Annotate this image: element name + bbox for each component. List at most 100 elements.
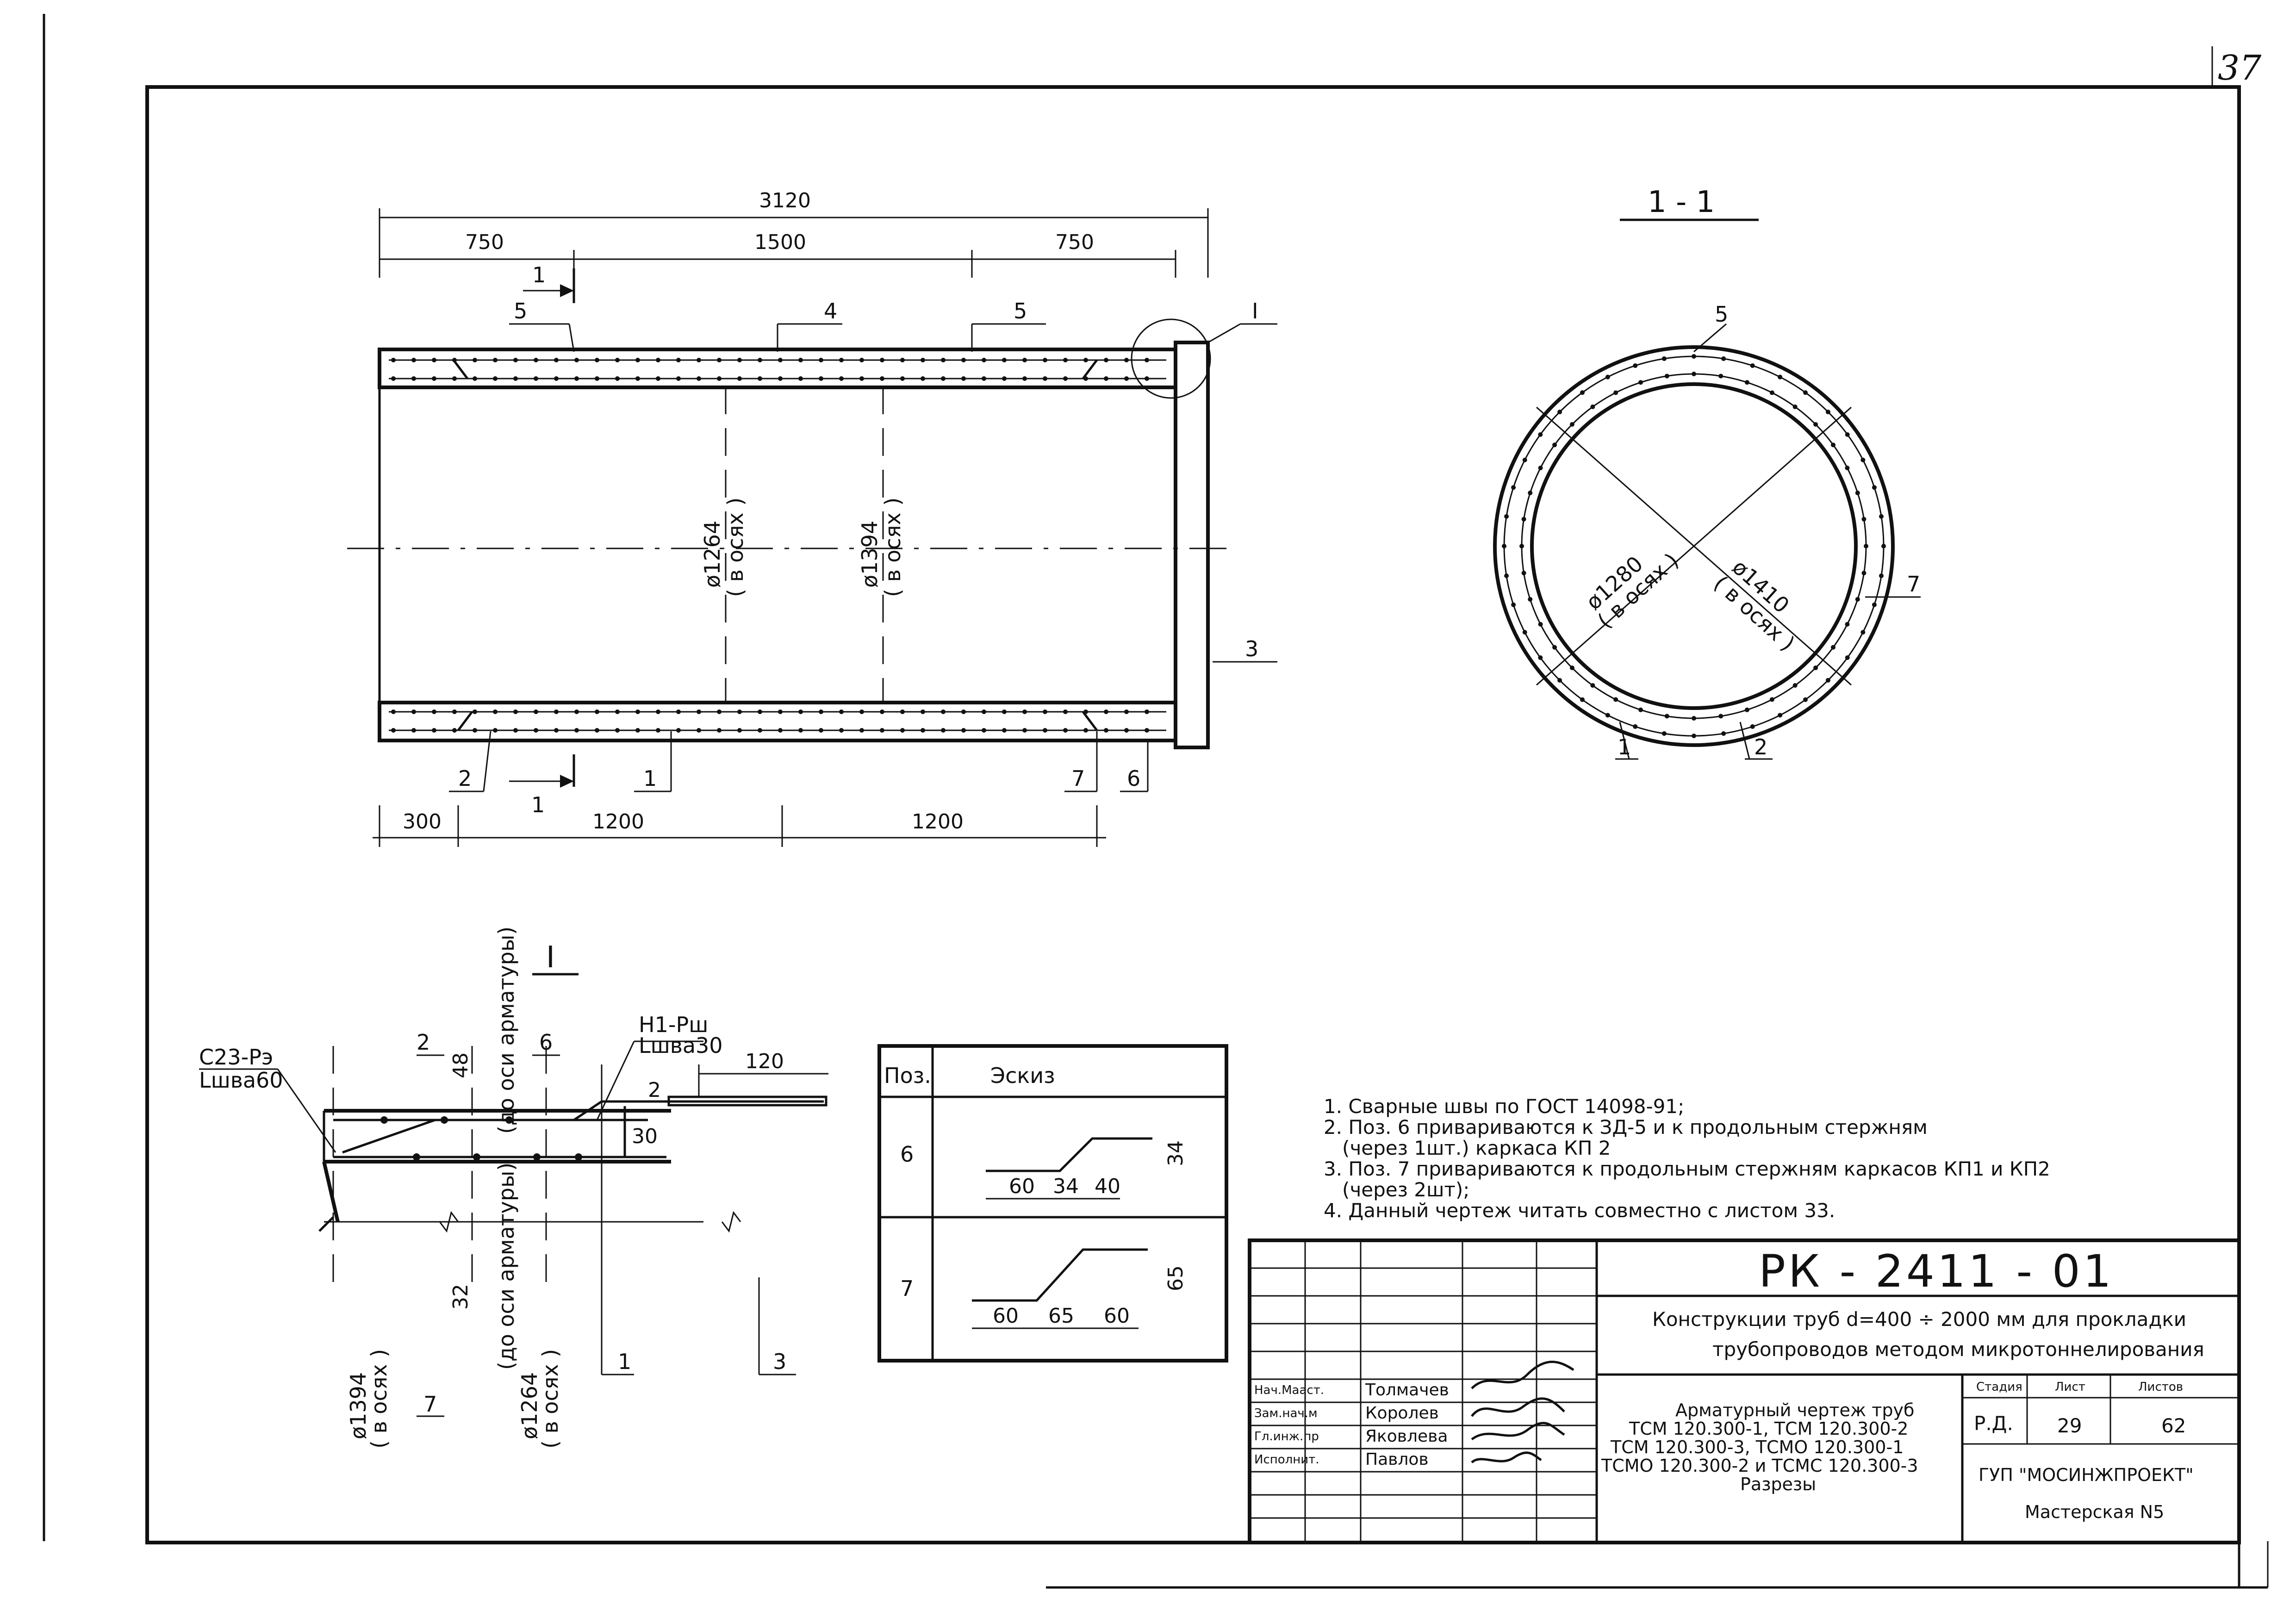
rebar-dots [391, 358, 1149, 733]
tb-desc-3: ТСМ 120.300-3, ТСМО 120.300-1 [1610, 1437, 1904, 1457]
elev-pos-1: 1 [643, 766, 657, 791]
rebar-dot [513, 709, 518, 714]
rebar-dot [534, 376, 538, 381]
rebar-dot [554, 358, 559, 362]
rebar-dot [1552, 442, 1557, 448]
tb-sheet: 29 [2057, 1414, 2082, 1437]
rebar-dot [1022, 728, 1027, 733]
rebar-dot [533, 1153, 541, 1161]
rebar-dot [961, 376, 966, 381]
rebar-dot [513, 728, 518, 733]
rebar-dot [1792, 404, 1798, 410]
rebar-dot [1605, 374, 1610, 380]
rebar-dot [859, 728, 864, 733]
section-rebar-dots [1502, 354, 1886, 738]
section-inner-circle [1530, 382, 1858, 710]
rebar-dot [615, 709, 620, 714]
detail-pos-6: 6 [539, 1030, 553, 1055]
rebar-dot [737, 376, 742, 381]
rebar-dot [1664, 373, 1669, 379]
rebar-dot [1511, 485, 1516, 490]
rebar-dot [1845, 432, 1850, 437]
detail-dim-2: 2 [648, 1078, 661, 1102]
rebar-dot [1861, 571, 1867, 576]
rebar-dot [921, 728, 925, 733]
rebar-dot [921, 358, 925, 362]
detail-dim-30: 30 [632, 1125, 658, 1148]
pipe-wall-bottom [378, 701, 1177, 742]
dim-seg-3: 750 [1055, 230, 1094, 254]
tb-doc-code: РК - 2411 - 01 [1759, 1245, 2114, 1297]
rebar-dot [1145, 376, 1149, 381]
rebar-dot [411, 709, 416, 714]
rebar-dot [1124, 709, 1129, 714]
rebar-dot [1803, 390, 1808, 395]
rebar-dot [1718, 373, 1724, 379]
detail-dim-120: 120 [745, 1050, 784, 1073]
rebar-dot [758, 358, 762, 362]
rebar-dot [1043, 358, 1047, 362]
elev-pos-5b: 5 [1014, 299, 1027, 324]
sketch-row2-pos: 7 [900, 1276, 914, 1301]
detail-pos-3: 3 [773, 1349, 786, 1374]
detail-pos-2: 2 [417, 1030, 430, 1055]
detail-weld2-label: Н1-Рш [639, 1012, 708, 1037]
rebar-dot [941, 709, 946, 714]
rebar-dot [595, 709, 599, 714]
rebar-dot [1661, 731, 1667, 736]
tb-sheets: 62 [2161, 1414, 2186, 1437]
rebar-dot [880, 728, 884, 733]
rebar-dot [473, 1153, 480, 1161]
tb-role-4: Исполнит. [1254, 1453, 1319, 1467]
rebar-dot [819, 728, 823, 733]
rebar-dot [1063, 728, 1068, 733]
sketch-row2-d1: 60 [993, 1304, 1019, 1328]
signatures [1471, 1361, 1574, 1463]
detail-weld1-label: С23-Рэ [199, 1045, 273, 1070]
detail-diam-inner: ø1264 [517, 1372, 542, 1439]
rebar-dot [1638, 707, 1643, 712]
diam-outer-label: ø1394 [857, 521, 882, 588]
rebar-dot [1145, 709, 1149, 714]
rebar-dot [635, 376, 640, 381]
tb-desc-4: ТСМО 120.300-2 и ТСМС 120.300-3 [1601, 1456, 1918, 1476]
rebar-dot [758, 709, 762, 714]
rebar-dot [1521, 516, 1526, 522]
rebar-dot [432, 709, 436, 714]
rebar-dot [859, 709, 864, 714]
rebar-dot [1778, 713, 1783, 718]
rebar-dot [1504, 514, 1509, 519]
general-notes: 1. Сварные швы по ГОСТ 14098-91; 2. Поз.… [1324, 1095, 2050, 1222]
rebar-dot [574, 709, 579, 714]
dim-total-length: 3120 [759, 189, 811, 212]
rebar-dot [1557, 410, 1562, 415]
dim-seg-2: 1500 [754, 230, 806, 254]
rebar-dot [1613, 390, 1618, 395]
rebar-dot [554, 376, 559, 381]
rebar-dot [615, 358, 620, 362]
rebar-dot [717, 358, 722, 362]
tb-name-2: Королев [1365, 1404, 1439, 1423]
rebar-dot [534, 709, 538, 714]
rebar-dot [574, 376, 579, 381]
rebar-dot [798, 376, 803, 381]
rebar-dot [1580, 697, 1585, 702]
section-mark-bottom: 1 [531, 792, 545, 817]
tb-name-3: Яковлева [1365, 1427, 1448, 1446]
rebar-dot [798, 728, 803, 733]
rebar-dot [941, 358, 946, 362]
rebar-dot [1552, 645, 1557, 650]
rebar-dot [413, 1153, 420, 1161]
section-pos-5: 5 [1715, 302, 1728, 327]
rebar-dot [534, 358, 538, 362]
rebar-dot [1661, 356, 1667, 361]
rebar-dot [1538, 655, 1543, 660]
detail-dim-32: 32 [449, 1284, 473, 1310]
rebar-dot [615, 376, 620, 381]
tb-role-2: Зам.нач.м [1254, 1406, 1318, 1420]
rebar-dot [380, 1116, 388, 1124]
rebar-dot [574, 358, 579, 362]
rebar-dot [513, 376, 518, 381]
rebar-dot [819, 709, 823, 714]
